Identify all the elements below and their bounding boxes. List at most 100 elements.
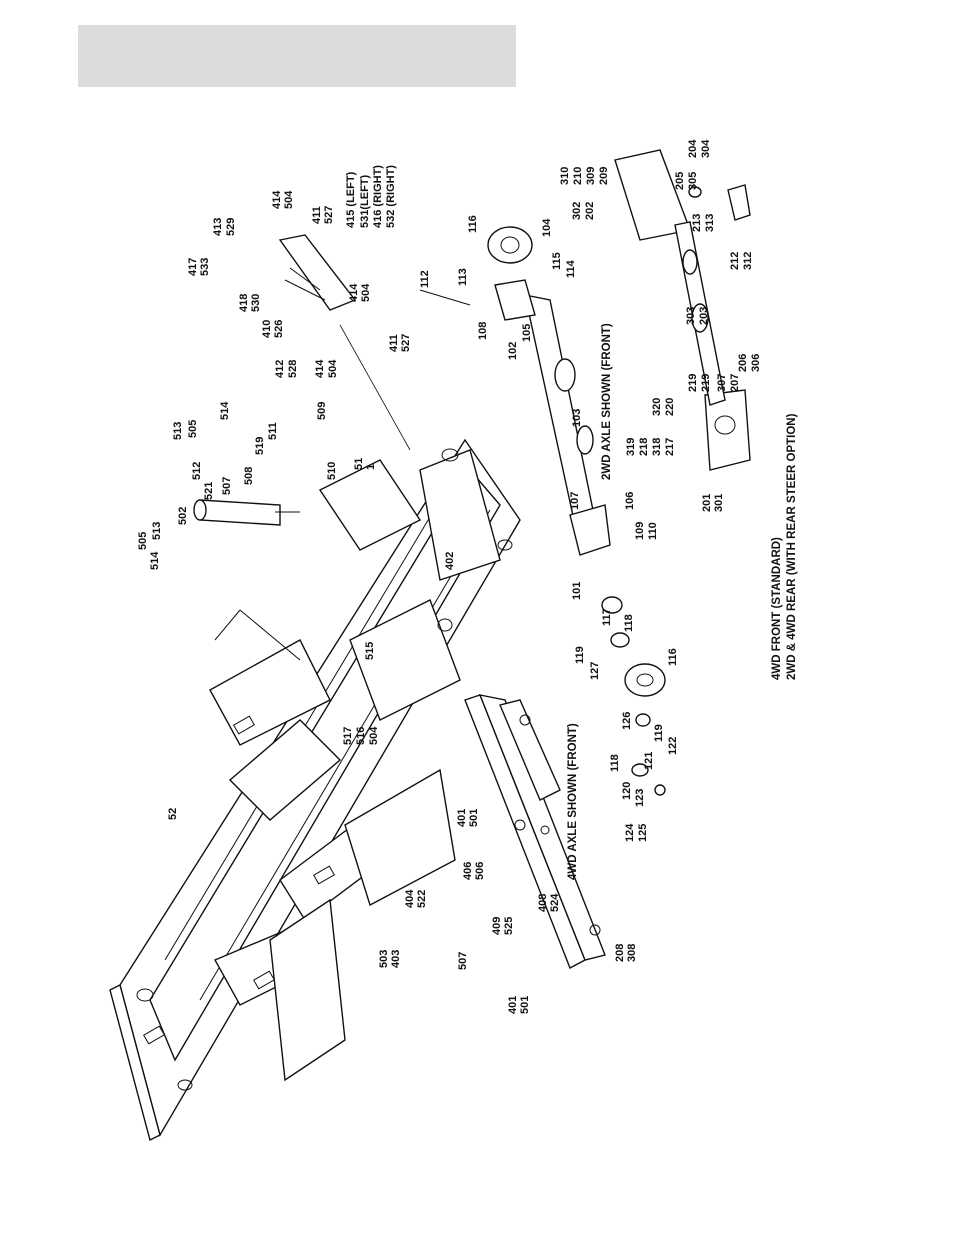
callout: 409 — [491, 917, 503, 935]
callout: 207 — [729, 374, 741, 392]
callout: 417 — [187, 258, 199, 276]
callout: 526 — [273, 320, 285, 338]
callout: 527 — [400, 334, 412, 352]
callout: 313 — [704, 214, 716, 232]
callout: 530 — [250, 294, 262, 312]
callout-labels: 52 51 1 514 505 513 502 512 521 513 505 … — [137, 139, 762, 1014]
callout: 116 — [667, 648, 679, 666]
callout: 209 — [598, 167, 610, 185]
callout: 217 — [664, 438, 676, 456]
callout: 109 — [634, 522, 646, 540]
callout: 308 — [626, 944, 638, 962]
callout: 304 — [700, 139, 712, 158]
callout: 513 — [172, 422, 184, 440]
callout: 501 — [468, 809, 480, 827]
callout: 502 — [177, 507, 189, 525]
callout: 219 — [687, 374, 699, 392]
callout: 106 — [624, 492, 636, 510]
callout: 529 — [225, 218, 237, 236]
callout: 501 — [519, 996, 531, 1014]
axle-beam-4wd — [464, 694, 606, 969]
callout: 504 — [283, 190, 295, 209]
callout: 124 — [624, 823, 636, 842]
callout: 512 — [191, 462, 203, 480]
callout: 204 — [687, 139, 699, 158]
callout: 119 — [574, 646, 586, 664]
callout: 305 — [687, 172, 699, 190]
callout: 416 (RIGHT) — [372, 165, 384, 228]
callout: 406 — [462, 862, 474, 880]
callout: 506 — [474, 862, 486, 880]
callout: 522 — [416, 890, 428, 908]
callout: 307 — [716, 374, 728, 392]
caption-rear-steer-option: 2WD & 4WD REAR (WITH REAR STEER OPTION) — [786, 413, 798, 680]
callout: 509 — [316, 402, 328, 420]
callout: 412 — [274, 360, 286, 378]
header-bar — [78, 25, 516, 87]
callout: 118 — [609, 754, 621, 772]
callout: 525 — [503, 917, 515, 935]
callout: 312 — [742, 252, 754, 270]
callout: 104 — [541, 218, 553, 237]
callout: 414 — [348, 283, 360, 302]
callout: 107 — [569, 492, 581, 510]
callout: 418 — [238, 294, 250, 312]
callout: 503 — [378, 950, 390, 968]
callout: 309 — [585, 167, 597, 185]
callout: 415 (LEFT) — [345, 171, 357, 228]
callout: 52 — [167, 808, 179, 820]
callout: 302 — [571, 202, 583, 220]
callout: 507 — [221, 477, 233, 495]
callout: 504 — [327, 359, 339, 378]
callout: 125 — [637, 824, 649, 842]
callout: 208 — [614, 944, 626, 962]
callout: 514 — [149, 551, 161, 570]
callout: 121 — [643, 752, 655, 770]
callout: 123 — [634, 789, 646, 807]
pivot-bracket — [278, 234, 411, 451]
callout: 101 — [571, 582, 583, 600]
callout: 414 — [271, 190, 283, 209]
callout: 116 — [467, 215, 479, 233]
callout: 411 — [388, 334, 400, 352]
callout: 511 — [267, 422, 279, 440]
callout: 303 — [685, 307, 697, 325]
callout: 201 — [701, 494, 713, 512]
callout: 508 — [243, 467, 255, 485]
callout: 410 — [261, 320, 273, 338]
callout: 521 — [203, 482, 215, 500]
callout: 112 — [419, 270, 431, 288]
callout: 206 — [737, 354, 749, 372]
callout: 414 — [314, 359, 326, 378]
callout: 1 — [365, 464, 377, 470]
callout: 505 — [137, 532, 149, 550]
callout: 404 — [404, 889, 416, 908]
callout: 213 — [691, 214, 703, 232]
callout: 127 — [589, 662, 601, 680]
callout: 119 — [653, 724, 665, 742]
caption-4wd-front-standard: 4WD FRONT (STANDARD) — [771, 537, 783, 680]
callout: 505 — [187, 420, 199, 438]
callout: 212 — [729, 252, 741, 270]
callout: 113 — [457, 268, 469, 286]
callout: 51 — [353, 458, 365, 470]
callout: 510 — [326, 462, 338, 480]
callout: 219 — [700, 374, 712, 392]
axle-2wd-assembly — [419, 226, 666, 796]
callout: 507 — [457, 952, 469, 970]
callout: 320 — [651, 398, 663, 416]
callout: 516 — [355, 727, 367, 745]
callout: 110 — [647, 522, 659, 540]
callout: 531(LEFT) — [359, 174, 371, 228]
callout: 504 — [368, 726, 380, 745]
callout: 301 — [713, 494, 725, 512]
callout: 533 — [199, 258, 211, 276]
callout: 203 — [698, 307, 710, 325]
callout: 524 — [549, 893, 561, 912]
callout: 519 — [254, 437, 266, 455]
callout: 126 — [621, 712, 633, 730]
chassis-frame — [109, 438, 521, 1142]
callout: 515 — [364, 642, 376, 660]
callout: 122 — [667, 737, 679, 755]
callout: 202 — [584, 202, 596, 220]
